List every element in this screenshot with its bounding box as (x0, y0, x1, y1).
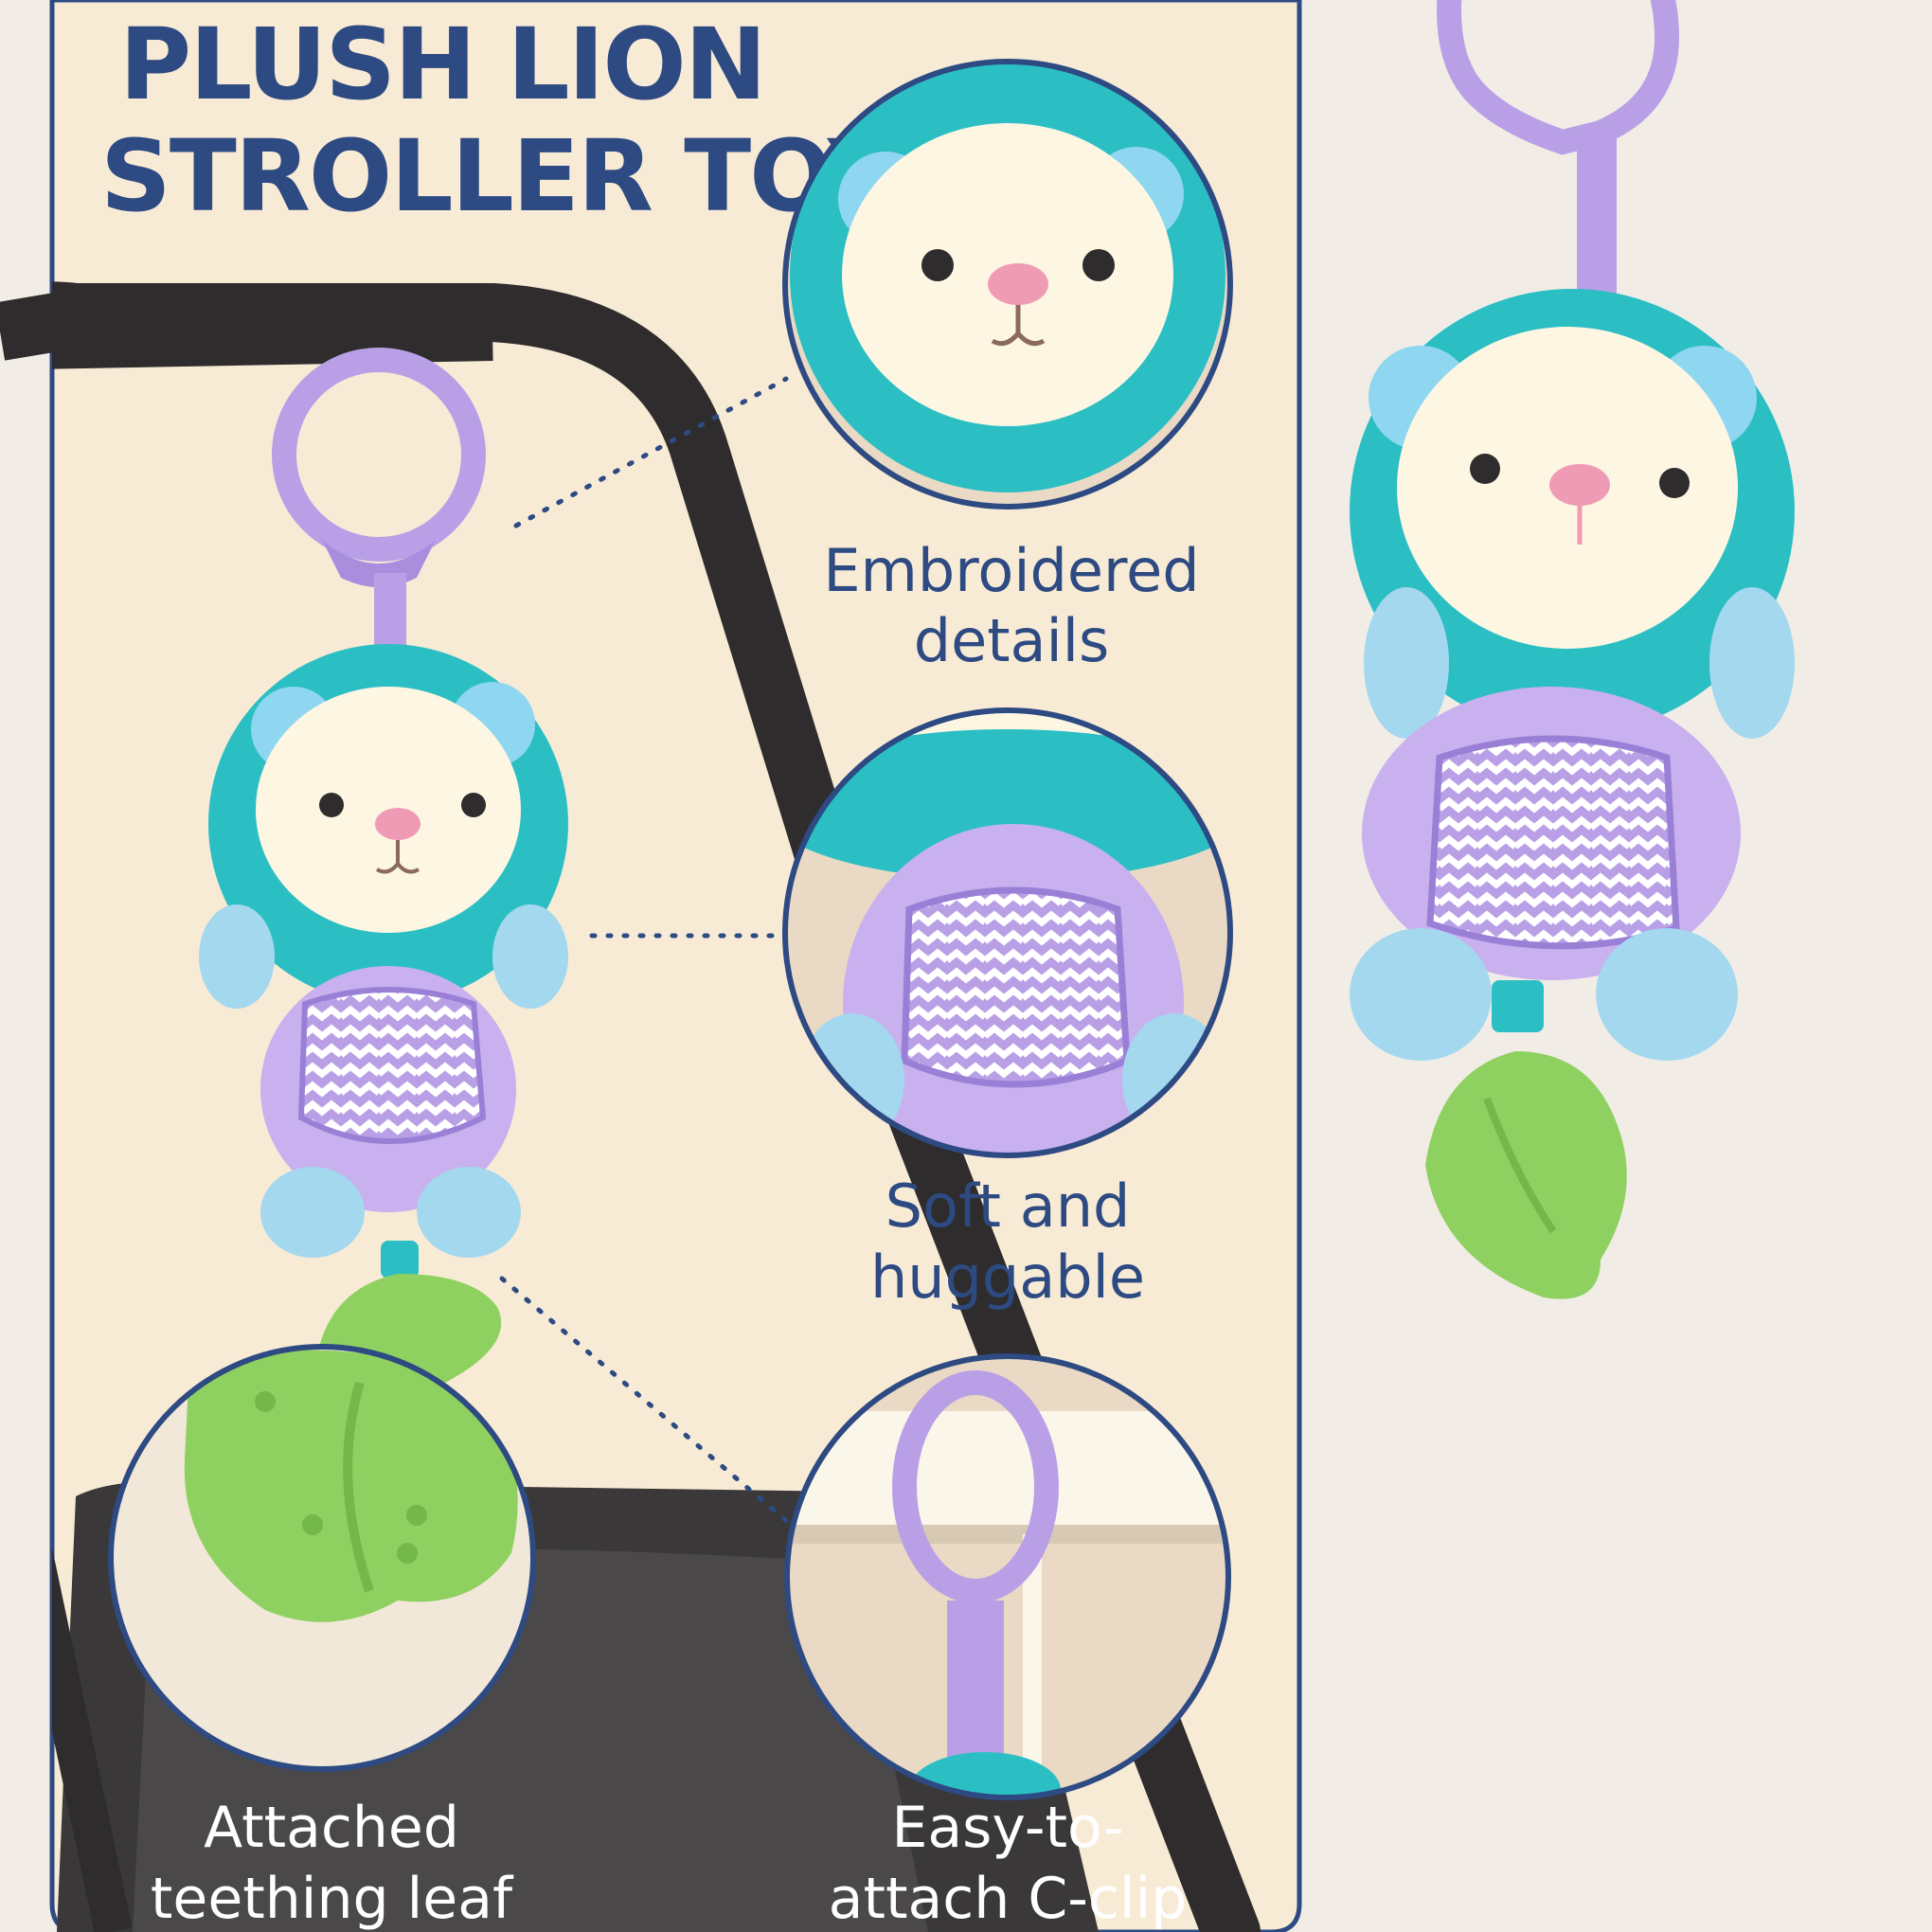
feature-label-1-line-2: details (914, 606, 1110, 675)
feature-label-3-line-2: teething leaf (151, 1866, 514, 1932)
callout-c-clip (784, 1353, 1231, 1800)
plush-lion-toy-large (1350, 0, 1795, 1299)
feature-label-3-line-1: Attached (204, 1795, 459, 1861)
feature-label-2-line-2: huggable (870, 1243, 1145, 1312)
feature-label-4-line-2: attach C-clip (829, 1866, 1188, 1932)
title-line-2: STROLLER TOY (100, 118, 901, 234)
callout-connectors (499, 376, 794, 1528)
callout-embroidered-details (782, 59, 1233, 510)
callout-soft-and-huggable (782, 707, 1233, 1158)
c-clip-icon (272, 348, 486, 562)
plush-lion-toy (199, 348, 568, 1385)
callout-teething-leaf (108, 1344, 536, 1772)
title-line-1: PLUSH LION (119, 7, 765, 122)
feature-label-4-line-1: Easy-to- (891, 1795, 1123, 1861)
feature-label-2-line-1: Soft and (886, 1172, 1131, 1241)
feature-label-1-line-1: Embroidered (823, 536, 1199, 605)
teething-leaf-icon-large (1425, 1051, 1627, 1299)
